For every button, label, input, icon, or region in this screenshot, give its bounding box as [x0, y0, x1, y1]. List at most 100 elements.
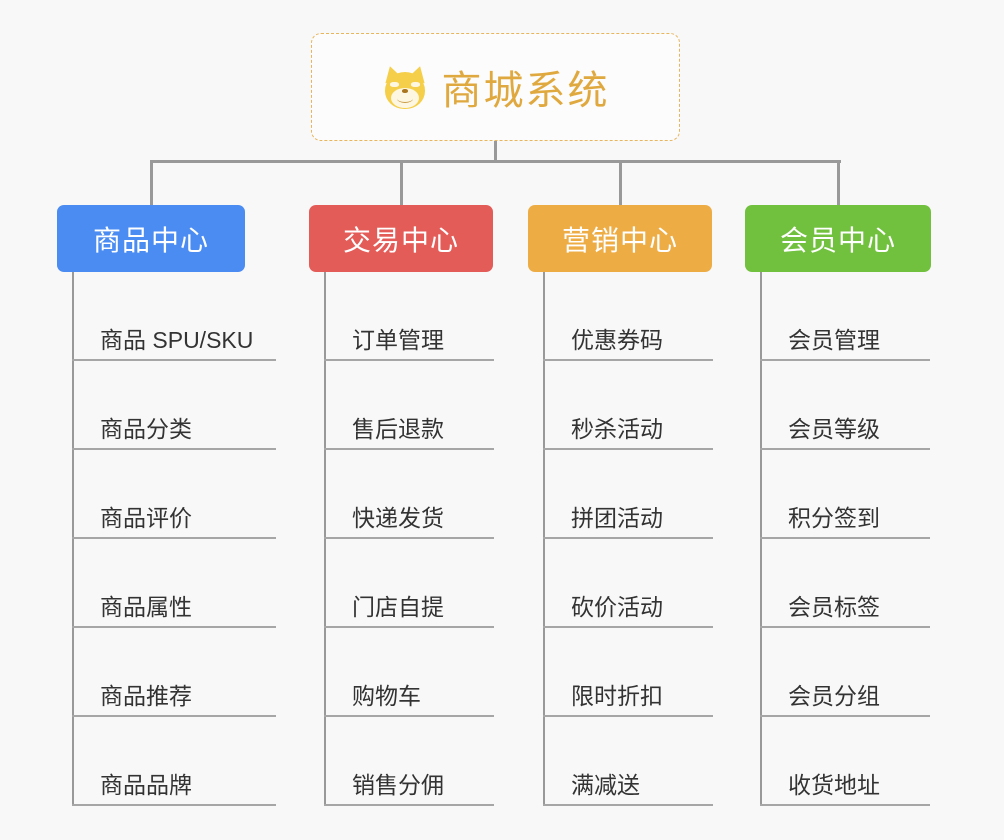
branch-item[interactable]: 快递发货	[309, 450, 494, 539]
branch-item-label: 售后退款	[352, 416, 444, 442]
branch-item-underline	[72, 537, 276, 539]
branch-item-underline	[760, 537, 930, 539]
branch-item-underline	[72, 804, 276, 806]
branch-spine-2	[324, 272, 326, 806]
branch-header-2[interactable]: 交易中心	[309, 205, 493, 272]
branch-item-underline	[72, 715, 276, 717]
branch-item-underline	[324, 359, 494, 361]
connector-horizontal-bus	[150, 160, 841, 163]
branch-item-label: 会员分组	[788, 683, 880, 709]
branch-item-label: 优惠券码	[571, 327, 663, 353]
branch-item-label: 订单管理	[352, 327, 444, 353]
branch-item[interactable]: 商品评价	[57, 450, 276, 539]
branch-item-label: 砍价活动	[571, 594, 663, 620]
branch-column-1: 商品中心商品 SPU/SKU 商品分类商品评价商品属性商品推荐商品品牌	[57, 205, 276, 806]
branch-item-underline	[543, 715, 713, 717]
branch-item-label: 秒杀活动	[571, 416, 663, 442]
branch-item[interactable]: 收货地址	[745, 717, 931, 806]
branch-spine-1	[72, 272, 74, 806]
branch-item-underline	[760, 715, 930, 717]
branch-item[interactable]: 砍价活动	[528, 539, 713, 628]
branch-item[interactable]: 会员管理	[745, 272, 931, 361]
root-title: 商城系统	[441, 69, 610, 113]
branch-item[interactable]: 秒杀活动	[528, 361, 713, 450]
branch-item-label: 商品推荐	[100, 683, 192, 709]
branch-item-label: 商品品牌	[100, 772, 192, 798]
branch-item-label: 门店自提	[352, 594, 444, 620]
branch-item[interactable]: 会员等级	[745, 361, 931, 450]
branch-header-label: 交易中心	[342, 224, 459, 256]
branch-item-label: 商品评价	[100, 505, 192, 531]
branch-item[interactable]: 商品推荐	[57, 628, 276, 717]
branch-item-underline	[760, 359, 930, 361]
branch-header-label: 会员中心	[779, 224, 896, 256]
shiba-dog-face-icon	[380, 63, 429, 110]
branch-item-list: 优惠券码秒杀活动拼团活动砍价活动限时折扣满减送	[528, 272, 713, 806]
branch-header-1[interactable]: 商品中心	[57, 205, 245, 272]
branch-item-label: 商品 SPU/SKU	[100, 327, 254, 353]
branch-item-label: 购物车	[352, 683, 421, 709]
connector-branch-stem-2	[399, 160, 403, 205]
branch-item[interactable]: 拼团活动	[528, 450, 713, 539]
branch-item[interactable]: 商品分类	[57, 361, 276, 450]
branch-item-label: 会员管理	[788, 327, 880, 353]
connector-branch-stem-1	[149, 160, 153, 205]
branch-item-underline	[324, 537, 494, 539]
branch-item-label: 会员等级	[788, 416, 880, 442]
branch-item-underline	[324, 626, 494, 628]
branch-header-4[interactable]: 会员中心	[745, 205, 931, 272]
branch-item[interactable]: 销售分佣	[309, 717, 494, 806]
branch-item[interactable]: 订单管理	[309, 272, 494, 361]
branch-item[interactable]: 积分签到	[745, 450, 931, 539]
branch-item[interactable]: 会员分组	[745, 628, 931, 717]
branch-item[interactable]: 购物车	[309, 628, 494, 717]
connector-branch-stem-3	[618, 160, 622, 205]
branch-item-label: 收货地址	[788, 772, 880, 798]
branch-item-label: 快递发货	[352, 505, 444, 531]
branch-item-underline	[543, 537, 713, 539]
branch-header-label: 商品中心	[92, 224, 209, 256]
branch-item[interactable]: 售后退款	[309, 361, 494, 450]
branch-item-underline	[543, 448, 713, 450]
branch-item-label: 拼团活动	[571, 505, 663, 531]
branch-item-underline	[72, 448, 276, 450]
branch-item-underline	[760, 804, 930, 806]
connector-branch-stem-4	[836, 160, 840, 205]
branch-item-label: 限时折扣	[571, 683, 663, 709]
connector-root-stem	[494, 141, 497, 162]
branch-header-label: 营销中心	[561, 224, 678, 256]
branch-item[interactable]: 限时折扣	[528, 628, 713, 717]
branch-item[interactable]: 会员标签	[745, 539, 931, 628]
branch-item-label: 商品属性	[100, 594, 192, 620]
branch-item[interactable]: 满减送	[528, 717, 713, 806]
branch-item[interactable]: 商品品牌	[57, 717, 276, 806]
branch-item-underline	[543, 804, 713, 806]
branch-header-3[interactable]: 营销中心	[528, 205, 712, 272]
branch-item-list: 订单管理售后退款快递发货门店自提购物车销售分佣	[309, 272, 494, 806]
branch-item-label: 满减送	[571, 772, 640, 798]
branch-item-underline	[543, 359, 713, 361]
branch-item[interactable]: 优惠券码	[528, 272, 713, 361]
branch-column-4: 会员中心会员管理会员等级积分签到会员标签会员分组收货地址	[745, 205, 931, 806]
branch-item-underline	[324, 715, 494, 717]
branch-column-2: 交易中心订单管理售后退款快递发货门店自提购物车销售分佣	[309, 205, 494, 806]
branch-spine-4	[760, 272, 762, 806]
branch-item[interactable]: 门店自提	[309, 539, 494, 628]
branch-column-3: 营销中心优惠券码秒杀活动拼团活动砍价活动限时折扣满减送	[528, 205, 713, 806]
branch-item-underline	[324, 804, 494, 806]
branch-item-list: 商品 SPU/SKU 商品分类商品评价商品属性商品推荐商品品牌	[57, 272, 276, 806]
branch-item-list: 会员管理会员等级积分签到会员标签会员分组收货地址	[745, 272, 931, 806]
branch-item-label: 会员标签	[788, 594, 880, 620]
branch-item-label: 商品分类	[100, 416, 192, 442]
branch-item-underline	[72, 626, 276, 628]
root-node[interactable]: 商城系统	[311, 33, 680, 141]
branch-item-underline	[72, 359, 276, 361]
branch-item[interactable]: 商品属性	[57, 539, 276, 628]
branch-item-underline	[760, 448, 930, 450]
branch-item-underline	[324, 448, 494, 450]
branch-item-label: 积分签到	[788, 505, 880, 531]
branch-spine-3	[543, 272, 545, 806]
branch-item-underline	[543, 626, 713, 628]
branch-item[interactable]: 商品 SPU/SKU	[57, 272, 276, 361]
